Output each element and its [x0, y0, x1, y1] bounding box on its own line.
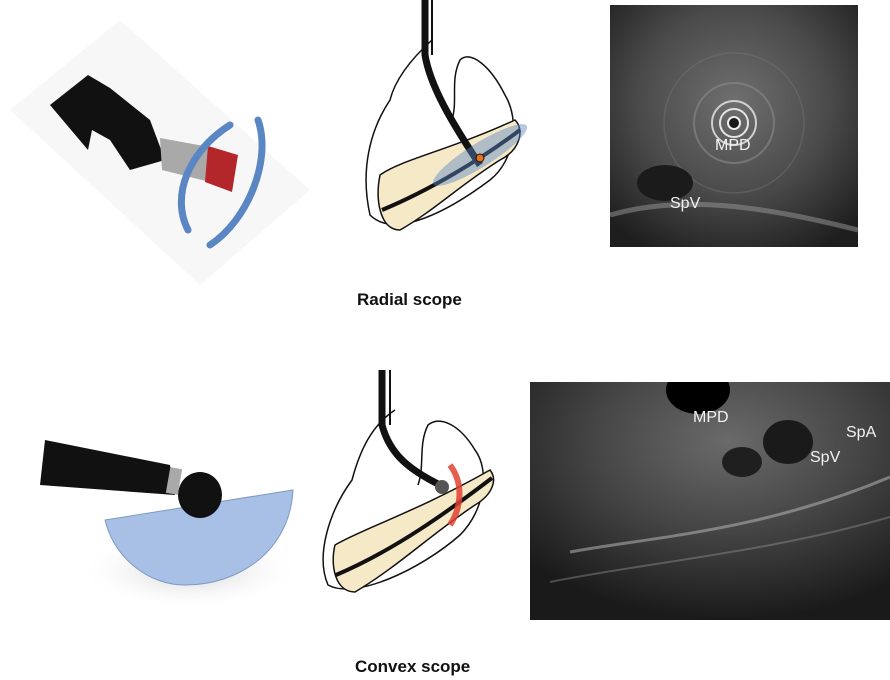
radial-mpd-label: MPD: [715, 137, 751, 155]
spv-vessel: [722, 447, 762, 477]
convex-ultrasound-image: MPD SpV SpA: [530, 382, 890, 620]
convex-scope-shaft: [40, 440, 175, 495]
convex-stomach-pancreas-illustration: [300, 370, 510, 605]
spa-vessel: [763, 420, 813, 464]
convex-spv-label: SpV: [810, 449, 840, 467]
radial-ultrasound-image: MPD SpV: [610, 5, 858, 247]
convex-scope-tip-illustration: [0, 420, 300, 610]
pancreas: [333, 470, 493, 592]
radial-stomach-pancreas-illustration: [340, 0, 540, 250]
radial-scope-marker: [476, 154, 484, 162]
radial-spv-label: SpV: [670, 195, 700, 213]
convex-scope-tip: [435, 480, 449, 494]
convex-spa-label: SpA: [846, 424, 876, 442]
radial-scope-tip-illustration: [10, 20, 310, 290]
convex-scope-caption: Convex scope: [355, 657, 470, 677]
convex-scope-transducer: [178, 472, 222, 518]
convex-mpd-label: MPD: [693, 409, 729, 427]
radial-scope-caption: Radial scope: [357, 290, 462, 310]
